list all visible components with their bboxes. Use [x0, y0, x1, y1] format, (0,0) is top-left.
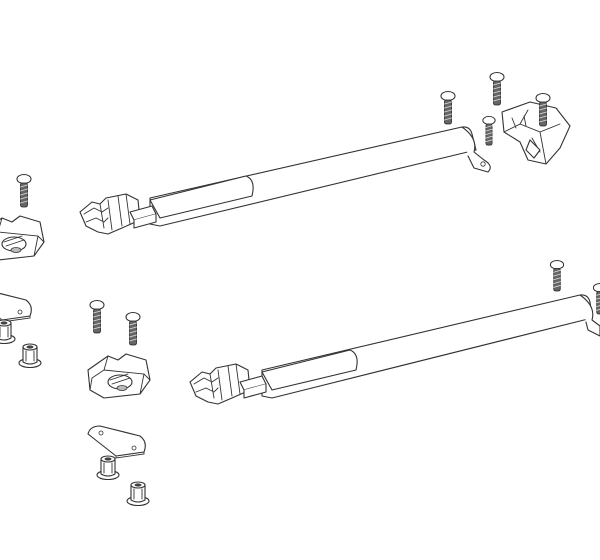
strap-end-tab	[461, 126, 491, 173]
rivet-nut	[0, 319, 16, 345]
mounting-plate	[0, 289, 32, 323]
rivet-nut	[18, 343, 42, 369]
mounting-plate	[87, 425, 146, 459]
buckle	[189, 363, 267, 405]
screw	[592, 282, 600, 315]
strap-assembly-lower	[189, 294, 600, 405]
rivet-nut	[96, 455, 120, 481]
mounting-block	[87, 353, 151, 399]
strap-band	[149, 126, 477, 227]
screw	[89, 299, 105, 334]
end-mount-upper-right	[501, 101, 571, 165]
screw	[549, 259, 565, 292]
rivet-nut	[126, 481, 150, 507]
strap-adjuster-pad	[149, 175, 254, 219]
screw	[489, 71, 505, 106]
mounting-block	[0, 215, 45, 261]
strap-adjuster-pad	[261, 349, 358, 391]
strap-band	[261, 294, 593, 399]
buckle	[79, 193, 157, 235]
screw	[440, 90, 456, 125]
screw	[125, 311, 141, 346]
screw	[16, 173, 32, 208]
strap-assembly-upper	[79, 126, 491, 235]
screw	[482, 115, 496, 146]
strap-end-tab	[579, 294, 600, 337]
